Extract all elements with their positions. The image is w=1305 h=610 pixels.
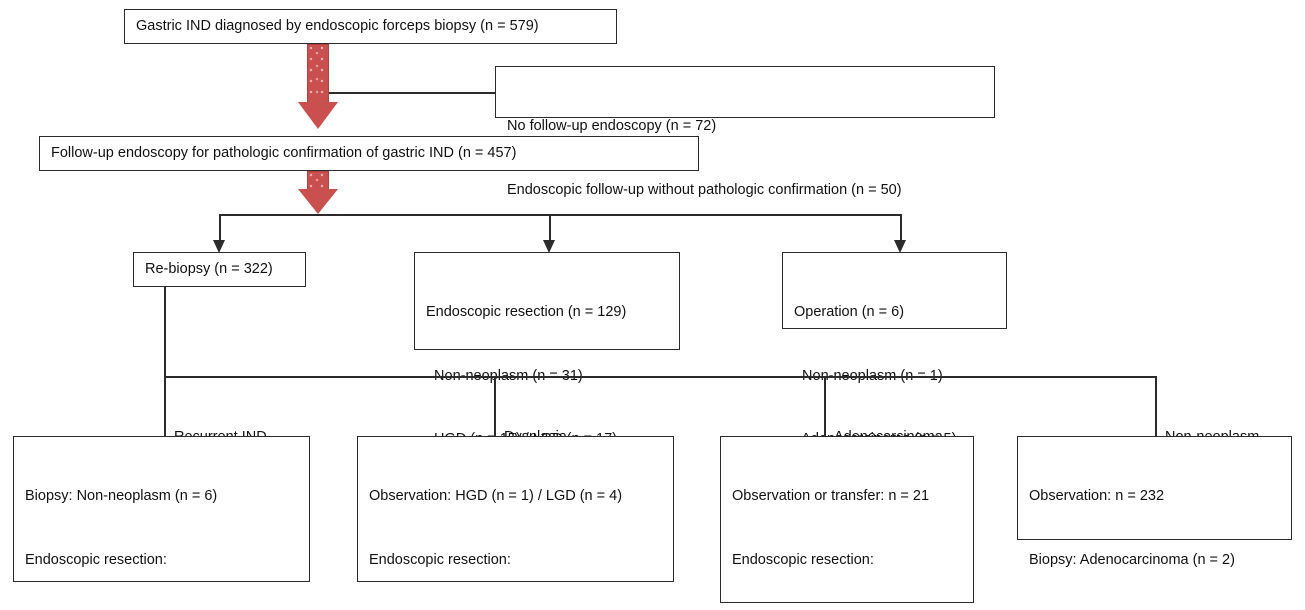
node-operation-line1: Operation (n = 6) [794,304,905,321]
node-excluded-line2: Endoscopic follow-up without pathologic … [507,181,902,198]
node-rebiopsy-text: Re-biopsy (n = 322) [145,260,273,277]
outcome-box-non-neoplasm: Observation: n = 232 Biopsy: Adenocarcin… [1017,436,1292,568]
split-drop-operation [900,214,902,245]
connector-enrollment-to-excluded [329,92,496,94]
outcome-adenocarcinoma-line2: Endoscopic resection: [732,551,874,568]
outcome-recurrent-ind-line2: Endoscopic resection: [25,551,167,568]
outcome-drop-non-neoplasm [1155,376,1157,437]
node-enrollment: Gastric IND diagnosed by endoscopic forc… [124,9,617,44]
node-endoscopic-resection-line1: Endoscopic resection (n = 129) [426,304,627,321]
outcome-drop-dysplasia [494,376,496,437]
outcome-adenocarcinoma-line1: Observation or transfer: n = 21 [732,488,930,505]
split-drop-rebiopsy [219,214,221,245]
node-excluded: No follow-up endoscopy (n = 72) Endoscop… [495,66,995,198]
outcome-box-recurrent-ind: Biopsy: Non-neoplasm (n = 6) Endoscopic … [13,436,310,582]
split-arrowhead-rebiopsy [213,240,225,253]
outcome-recurrent-ind-line1: Biopsy: Non-neoplasm (n = 6) [25,488,218,505]
node-followup-text: Follow-up endoscopy for pathologic confi… [51,144,517,161]
split-arrowhead-endoscopic-resection [543,240,555,253]
node-operation-line2: Non-neoplasm (n = 1) [794,367,943,384]
node-excluded-line1: No follow-up endoscopy (n = 72) [507,118,717,135]
split-bus-tier3 [219,214,901,216]
split-drop-endoscopic-resection [549,214,551,245]
outcome-non-neoplasm-line2: Biopsy: Adenocarcinoma (n = 2) [1029,551,1235,568]
node-operation: Operation (n = 6) Non-neoplasm (n = 1) A… [782,252,1007,447]
rebiopsy-drop [164,287,166,377]
outcome-box-dysplasia: Observation: HGD (n = 1) / LGD (n = 4) E… [357,436,674,582]
outcome-non-neoplasm-line1: Observation: n = 232 [1029,488,1165,505]
outcome-dysplasia-line1: Observation: HGD (n = 1) / LGD (n = 4) [369,488,623,505]
node-endoscopic-resection: Endoscopic resection (n = 129) Non-neopl… [414,252,680,511]
node-rebiopsy: Re-biopsy (n = 322) [133,252,306,287]
red-arrow-followup-to-split [293,171,343,215]
outcome-drop-adenocarcinoma [824,376,826,437]
outcome-bus [164,376,1156,378]
node-endoscopic-resection-line2: Non-neoplasm (n = 31) [426,367,583,384]
outcome-dysplasia-line2: Endoscopic resection: [369,551,511,568]
outcome-box-adenocarcinoma: Observation or transfer: n = 21 Endoscop… [720,436,974,603]
red-arrow-enrollment-to-followup [293,44,343,129]
outcome-drop-recurrent-ind [164,376,166,437]
split-arrowhead-operation [894,240,906,253]
node-enrollment-text: Gastric IND diagnosed by endoscopic forc… [136,17,539,34]
node-followup: Follow-up endoscopy for pathologic confi… [39,136,699,171]
